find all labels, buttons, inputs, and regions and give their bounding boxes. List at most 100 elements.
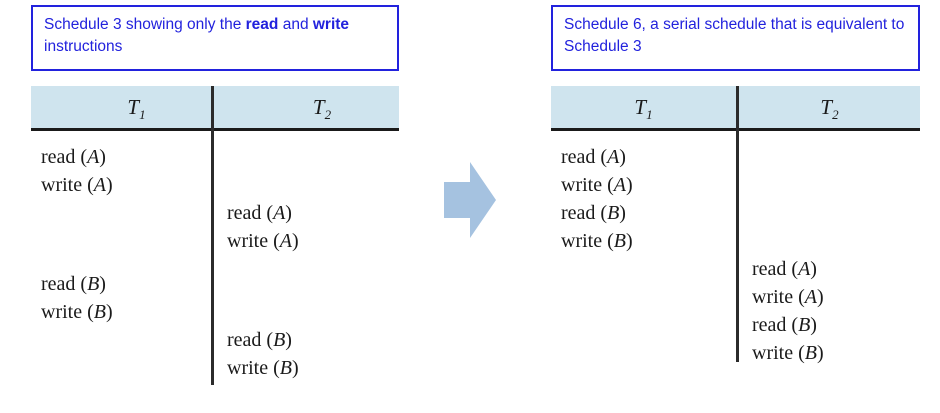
- operation-paren-close: ): [619, 202, 626, 224]
- schedule-6-caption: Schedule 6, a serial schedule that is eq…: [551, 5, 920, 71]
- operation-argument: B: [87, 273, 100, 295]
- operation-argument: A: [613, 174, 626, 196]
- operation-line: write (A): [227, 227, 299, 255]
- operation-argument: B: [279, 357, 292, 379]
- operation-argument: B: [804, 342, 817, 364]
- operation-name: write (: [752, 342, 805, 364]
- operation-line: write (A): [41, 171, 113, 199]
- column-header-t1-name: T: [127, 95, 140, 119]
- operation-line: read (A): [752, 255, 824, 283]
- schedule-3-t2-block-0: read (A)write (A): [227, 199, 299, 255]
- operation-line: write (B): [41, 298, 113, 326]
- operation-paren-close: ): [99, 273, 106, 295]
- operation-paren-close: ): [810, 258, 817, 280]
- column-header-t2-name: T: [312, 95, 325, 119]
- operation-line: write (A): [752, 283, 824, 311]
- operation-paren-close: ): [99, 146, 106, 168]
- column-header-t1-subscript: 1: [139, 107, 146, 123]
- schedule-6-column-header-t2: T2: [739, 86, 920, 128]
- operation-name: write (: [752, 286, 805, 308]
- operation-name: write (: [561, 230, 614, 252]
- operation-paren-close: ): [619, 146, 626, 168]
- operation-line: read (B): [752, 311, 824, 339]
- operation-name: write (: [227, 230, 280, 252]
- schedule-3-column-header-t1: T1: [31, 86, 242, 128]
- operation-line: read (A): [561, 143, 633, 171]
- operation-argument: B: [798, 314, 811, 336]
- column-header-t2-subscript: 2: [324, 107, 332, 123]
- operation-paren-close: ): [625, 174, 633, 196]
- operation-argument: A: [798, 258, 811, 280]
- operation-paren-close: ): [810, 314, 817, 336]
- schedule-3-table: T1 T2 read (A)write (A) read (B)write (B…: [31, 86, 399, 385]
- operation-argument: B: [613, 230, 626, 252]
- schedule-3-t1-block-1: read (B)write (B): [41, 270, 113, 326]
- schedule-3-column-header-t2: T2: [245, 86, 399, 128]
- caption-text: Schedule 3 showing only the: [44, 16, 246, 33]
- operation-argument: A: [279, 230, 292, 252]
- operation-argument: B: [273, 329, 286, 351]
- operation-argument: A: [87, 146, 100, 168]
- operation-paren-close: ): [285, 329, 292, 351]
- operation-line: read (B): [561, 199, 633, 227]
- arrow-shape: [444, 162, 496, 238]
- operation-argument: B: [607, 202, 620, 224]
- operation-paren-close: ): [816, 286, 824, 308]
- operation-paren-close: ): [625, 230, 633, 252]
- operation-paren-close: ): [291, 230, 299, 252]
- operation-paren-close: ): [291, 357, 299, 379]
- schedule-3-t1-block-0: read (A)write (A): [41, 143, 113, 199]
- schedule-3-column-divider: [211, 86, 214, 385]
- operation-line: write (B): [227, 354, 299, 382]
- schedule-3-header-band: [31, 86, 399, 128]
- schedule-3-caption: Schedule 3 showing only the read and wri…: [31, 5, 399, 71]
- operation-argument: B: [93, 301, 106, 323]
- operation-name: read (: [41, 146, 88, 168]
- operation-paren-close: ): [105, 174, 113, 196]
- operation-name: read (: [227, 329, 274, 351]
- schedule-3-header-rule: [31, 128, 399, 131]
- schedule-6-header-rule: [551, 128, 920, 131]
- operation-name: write (: [41, 301, 94, 323]
- caption-text: instructions: [44, 38, 123, 55]
- schedule-6-header-band: [551, 86, 920, 128]
- operation-paren-close: ): [285, 202, 292, 224]
- right-block-arrow-svg: [444, 162, 496, 238]
- column-header-t1-name: T: [634, 95, 647, 119]
- operation-line: read (B): [41, 270, 113, 298]
- operation-paren-close: ): [105, 301, 113, 323]
- operation-argument: A: [804, 286, 817, 308]
- operation-line: read (A): [41, 143, 113, 171]
- operation-name: write (: [227, 357, 280, 379]
- operation-name: write (: [561, 174, 614, 196]
- operation-line: write (B): [561, 227, 633, 255]
- schedule-6-table: T1 T2 read (A)write (A)read (B)write (B)…: [551, 86, 920, 364]
- operation-name: read (: [41, 273, 88, 295]
- operation-line: read (A): [227, 199, 299, 227]
- operation-name: read (: [227, 202, 274, 224]
- operation-name: read (: [752, 314, 799, 336]
- operation-argument: A: [93, 174, 106, 196]
- operation-line: write (A): [561, 171, 633, 199]
- caption-emphasis: read: [245, 16, 279, 33]
- column-header-t1-subscript: 1: [646, 107, 653, 123]
- caption-text: Schedule 6, a serial schedule that is eq…: [564, 16, 905, 55]
- schedule-6-t2-block-0: read (A)write (A)read (B)write (B): [752, 255, 824, 367]
- schedule-6-column-divider: [736, 86, 739, 362]
- column-header-t2-name: T: [820, 95, 833, 119]
- operation-line: read (B): [227, 326, 299, 354]
- operation-line: write (B): [752, 339, 824, 367]
- operation-argument: A: [273, 202, 286, 224]
- schedule-3-t2-block-1: read (B)write (B): [227, 326, 299, 382]
- column-header-t2-subscript: 2: [832, 107, 839, 123]
- caption-emphasis: write: [312, 16, 350, 33]
- schedule-6-t1-block-0: read (A)write (A)read (B)write (B): [561, 143, 633, 255]
- caption-text: and: [278, 16, 313, 33]
- schedule-6-column-header-t1: T1: [551, 86, 736, 128]
- right-block-arrow-icon: [440, 160, 500, 240]
- operation-name: read (: [752, 258, 799, 280]
- operation-name: write (: [41, 174, 94, 196]
- operation-name: read (: [561, 202, 608, 224]
- operation-paren-close: ): [816, 342, 824, 364]
- operation-argument: A: [607, 146, 620, 168]
